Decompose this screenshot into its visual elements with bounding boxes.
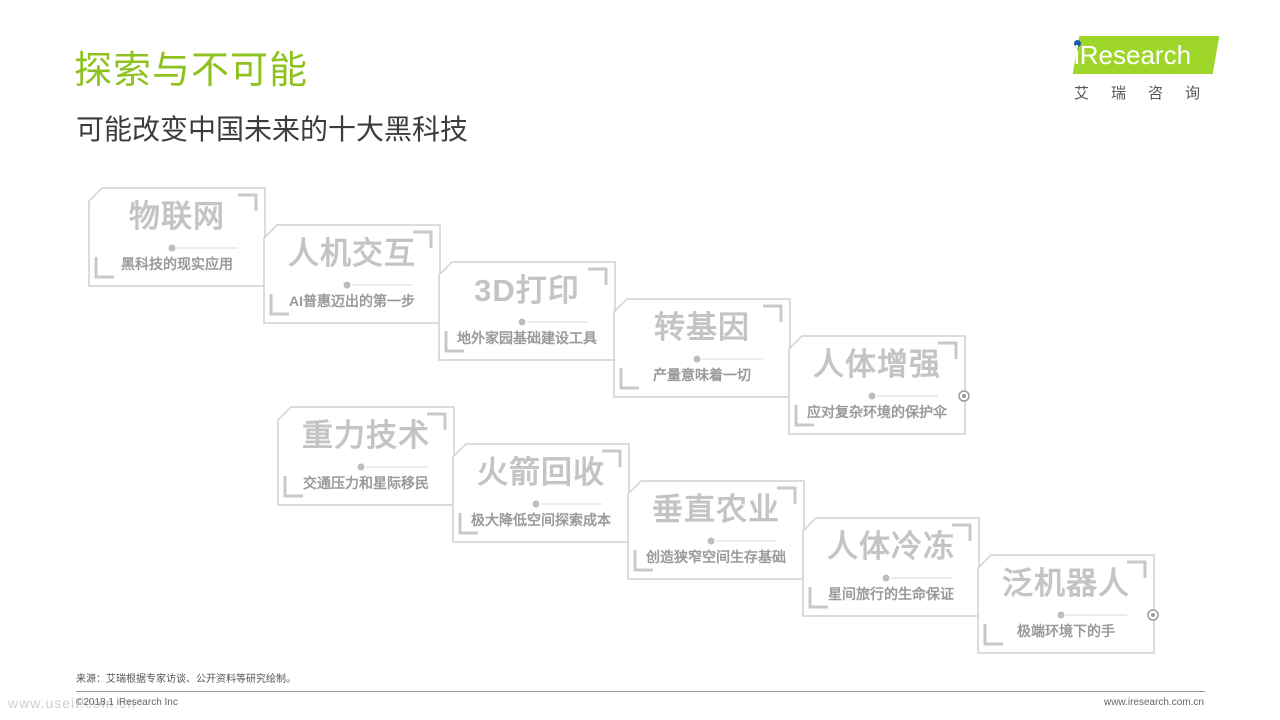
tech-card: 人机交互 AI普惠迈出的第一步 xyxy=(263,224,441,324)
footer-divider xyxy=(76,691,1205,692)
iresearch-logo: iResearch 艾瑞咨询 xyxy=(1064,30,1224,110)
tech-name: 火箭回收 xyxy=(477,455,605,490)
tech-name: 泛机器人 xyxy=(1002,566,1130,601)
tech-card: 泛机器人 极端环境下的手 xyxy=(977,554,1159,654)
tech-description: 星间旅行的生命保证 xyxy=(828,586,954,602)
tech-description: 黑科技的现实应用 xyxy=(121,256,233,272)
tech-description: 产量意味着一切 xyxy=(653,367,751,383)
tech-card: 物联网 黑科技的现实应用 xyxy=(88,187,266,287)
card-frame xyxy=(802,517,980,617)
card-frame xyxy=(88,187,266,287)
tech-description: 应对复杂环境的保护伞 xyxy=(807,404,947,420)
card-frame xyxy=(627,480,805,580)
tech-card: 3D打印 地外家园基础建设工具 xyxy=(438,261,616,361)
tech-card: 人体冷冻 星间旅行的生命保证 xyxy=(802,517,980,617)
logo-dot-icon xyxy=(1074,40,1081,47)
tech-description: 极大降低空间探索成本 xyxy=(471,512,611,528)
logo-brand-text: iResearch xyxy=(1074,40,1192,70)
card-frame xyxy=(788,335,970,435)
page-title: 探索与不可能 xyxy=(74,50,309,92)
card-frame xyxy=(977,554,1159,654)
watermark: www.useit.com.cn xyxy=(8,695,137,711)
page-subtitle: 可能改变中国未来的十大黑科技 xyxy=(76,114,469,145)
card-frame xyxy=(613,298,791,398)
card-frame xyxy=(263,224,441,324)
card-frame xyxy=(452,443,630,543)
logo-chinese-text: 艾瑞咨询 xyxy=(1074,85,1223,102)
tech-name: 人体增强 xyxy=(813,347,941,382)
tech-name: 垂直农业 xyxy=(652,492,780,527)
tech-name: 重力技术 xyxy=(302,418,430,453)
tech-card: 垂直农业 创造狭窄空间生存基础 xyxy=(627,480,805,580)
tech-name: 物联网 xyxy=(129,199,225,234)
tech-description: 交通压力和星际移民 xyxy=(303,475,429,491)
tech-name: 人机交互 xyxy=(288,236,416,271)
tech-card: 火箭回收 极大降低空间探索成本 xyxy=(452,443,630,543)
source-note: 来源：艾瑞根据专家访谈、公开资料等研究绘制。 xyxy=(76,674,296,685)
tech-card: 转基因 产量意味着一切 xyxy=(613,298,791,398)
copyright-text: ©2018.1 iResearch Inc xyxy=(76,697,178,708)
website-link[interactable]: www.iresearch.com.cn xyxy=(1103,697,1204,708)
tech-description: AI普惠迈出的第一步 xyxy=(289,293,415,309)
tech-description: 创造狭窄空间生存基础 xyxy=(646,549,786,565)
tech-card: 人体增强 应对复杂环境的保护伞 xyxy=(788,335,970,435)
card-frame xyxy=(277,406,455,506)
card-frame xyxy=(438,261,616,361)
tech-name: 转基因 xyxy=(654,310,750,345)
tech-name: 3D打印 xyxy=(474,273,580,308)
tech-card: 重力技术 交通压力和星际移民 xyxy=(277,406,455,506)
tech-description: 极端环境下的手 xyxy=(1017,623,1115,639)
tech-name: 人体冷冻 xyxy=(827,529,955,564)
tech-description: 地外家园基础建设工具 xyxy=(457,330,597,346)
